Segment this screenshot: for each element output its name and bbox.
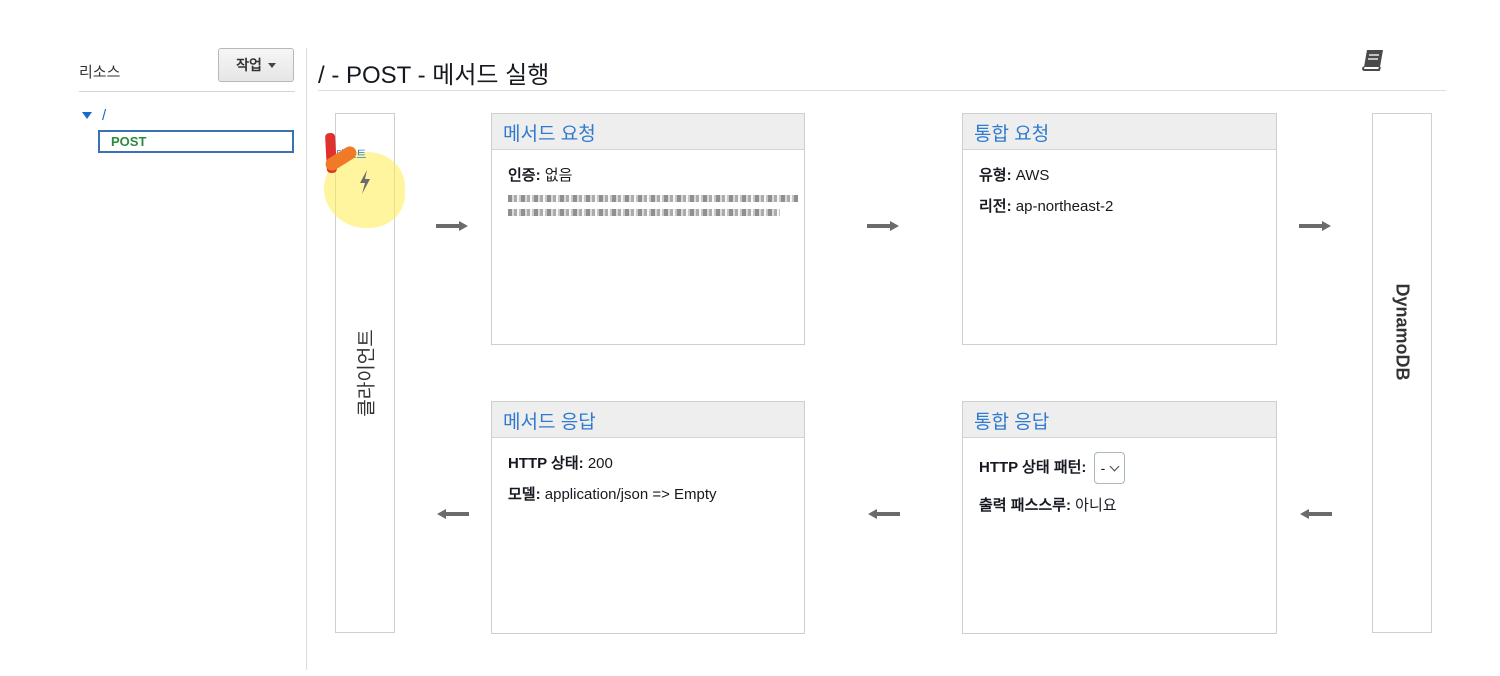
type-label: 유형: [979,167,1012,184]
passthrough-value: 아니요 [1075,497,1117,514]
tree-item-post[interactable]: POST [98,130,294,153]
method-request-panel: 메서드 요청 인증: 없음 [491,113,805,345]
status-pattern-label: HTTP 상태 패턴: [979,458,1087,476]
model-row: 모델: application/json => Empty [508,483,788,504]
backend-column: DynamoDB [1372,113,1432,633]
status-pattern-row: HTTP 상태 패턴: - [979,452,1260,484]
book-icon[interactable] [1360,48,1386,72]
status-pattern-value: - [1100,460,1106,476]
tree-expand-icon[interactable] [82,112,92,119]
type-row: 유형: AWS [979,164,1260,185]
arrow-right-icon [867,221,899,231]
status-row: HTTP 상태: 200 [508,452,788,473]
type-value: AWS [1015,167,1050,184]
header-divider [318,90,1446,91]
integration-request-panel: 통합 요청 유형: AWS 리전: ap-northeast-2 [962,113,1277,345]
panel-divider [306,48,307,670]
method-request-link[interactable]: 메서드 요청 [492,114,804,150]
model-value: application/json => Empty [544,486,717,503]
auth-label: 인증: [508,167,541,184]
arrow-right-icon [1299,221,1331,231]
passthrough-row: 출력 패스스루: 아니요 [979,494,1260,515]
passthrough-label: 출력 패스스루: [979,497,1071,514]
region-row: 리전: ap-northeast-2 [979,195,1260,216]
tree-root-item[interactable]: / [82,107,106,124]
sidebar-divider [79,91,295,92]
actions-button-label: 작업 [236,57,262,73]
caret-down-icon [267,62,276,68]
integration-response-panel: 통합 응답 HTTP 상태 패턴: - 출력 패스스루: 아니요 [962,401,1277,634]
arrow-left-icon [868,509,900,519]
method-response-link[interactable]: 메서드 응답 [492,402,804,438]
auth-value: 없음 [544,167,573,184]
status-label: HTTP 상태: [508,455,584,472]
redacted-text [508,209,780,216]
tree-root-label: / [102,107,107,124]
region-label: 리전: [979,198,1012,215]
region-value: ap-northeast-2 [1015,198,1114,215]
resources-title: 리소스 [79,64,121,81]
client-label: 클라이언트 [356,329,378,417]
backend-label: DynamoDB [1392,283,1413,381]
status-value: 200 [587,455,613,472]
arrow-left-icon [437,509,469,519]
arrow-left-icon [1300,509,1332,519]
chevron-down-icon [1109,461,1120,472]
lightning-bolt-icon[interactable] [354,168,376,196]
auth-row: 인증: 없음 [508,164,788,185]
redacted-text [508,195,798,202]
model-label: 모델: [508,486,541,503]
integration-response-link[interactable]: 통합 응답 [963,402,1276,438]
status-pattern-select[interactable]: - [1093,452,1126,484]
integration-request-link[interactable]: 통합 요청 [963,114,1276,150]
method-response-panel: 메서드 응답 HTTP 상태: 200 모델: application/json… [491,401,805,634]
page-title: / - POST - 메서드 실행 [318,62,550,89]
actions-button[interactable]: 작업 [218,48,294,82]
arrow-right-icon [436,221,468,231]
